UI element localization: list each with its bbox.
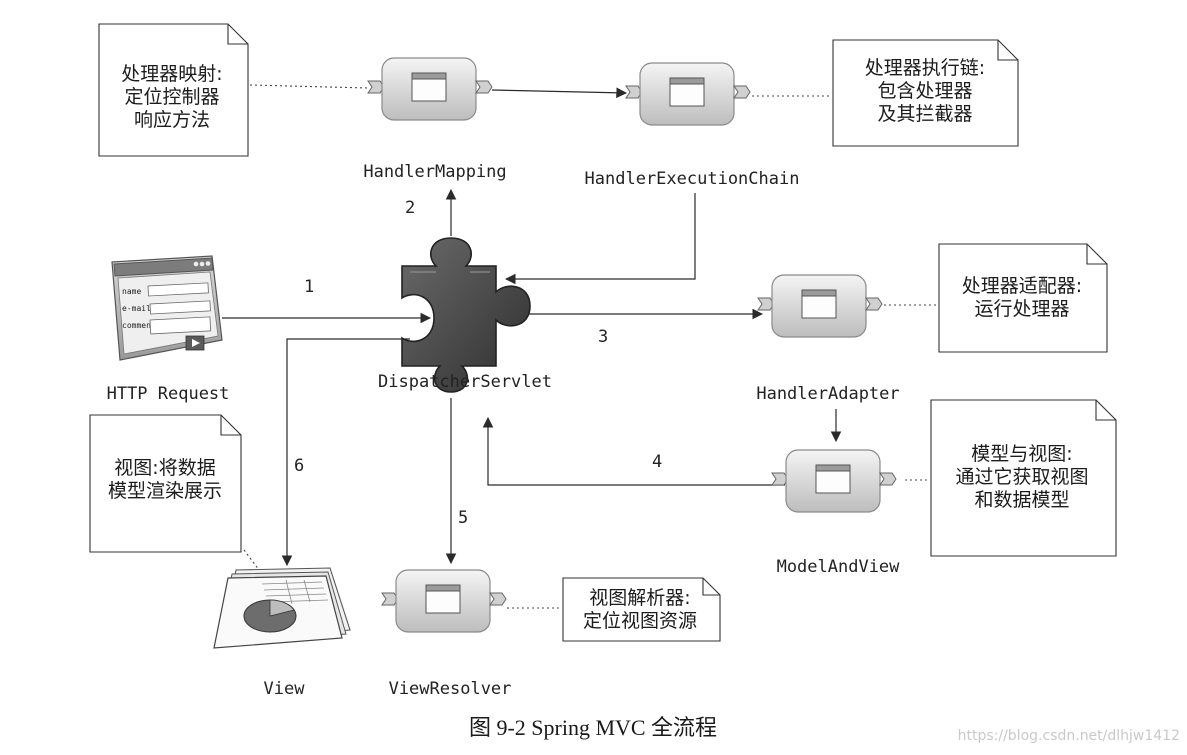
handler-mapping-component-icon [367,57,493,121]
label-view: View [264,679,306,699]
note-handler-mapping: 处理器映射: 定位控制器 响应方法 [98,23,249,157]
watermark-text: https://blog.csdn.net/dlhjw1412 [958,728,1180,744]
model-and-view-component-icon [771,449,897,513]
note-view-resolver: 视图解析器: 定位视图资源 [562,577,721,642]
step-number-3: 3 [598,327,608,347]
note-connectors [243,84,938,609]
label-view-resolver: ViewResolver [389,679,512,699]
dots-mapping-note [249,84,369,89]
note-mav-line-1: 模型与视图: [971,443,1072,465]
arrow-mapping-to-chain [491,87,628,99]
note-mav-line-2: 通过它获取视图 [955,466,1088,488]
step-number-5: 5 [458,508,468,528]
note-handler-adapter: 处理器适配器: 运行处理器 [938,243,1108,353]
form-email-label: e-mail [122,304,151,313]
note-chain-line-2: 包含处理器 [877,80,972,102]
label-handler-execution-chain: HandlerExecutionChain [585,169,800,189]
dispatcher-servlet-puzzle-icon [401,237,531,393]
label-handler-mapping: HandlerMapping [363,162,506,182]
form-name-label: name [122,287,141,296]
note-mav-line-3: 和数据模型 [974,489,1069,511]
label-dispatcher-servlet: DispatcherServlet [378,372,552,392]
connectors [222,87,842,567]
label-http-request: HTTP Request [107,384,230,404]
step-number-4: 4 [652,452,662,472]
note-adapter-line-1: 处理器适配器: [962,275,1082,297]
step-number-6: 6 [294,456,304,476]
handler-execution-chain-component-icon [625,62,751,126]
note-view-line-1: 视图:将数据 [114,457,215,479]
note-view-line-2: 模型渲染展示 [108,480,222,502]
figure-caption: 图 9-2 Spring MVC 全流程 [469,715,717,740]
step-number-2: 2 [405,198,415,218]
view-resolver-component-icon [381,569,507,633]
note-chain-line-1: 处理器执行链: [865,57,985,79]
view-report-icon [213,567,351,649]
note-view: 视图:将数据 模型渲染展示 [89,414,242,553]
note-chain-line-3: 及其拦截器 [877,103,972,125]
note-resolver-line-2: 定位视图资源 [583,610,697,632]
arrow-step-6 [281,338,410,567]
form-comments-label: comments [122,321,161,330]
dots-view-note [243,549,266,579]
http-request-form-icon: name e-mail comments [111,255,223,361]
note-handler-execution-chain: 处理器执行链: 包含处理器 及其拦截器 [832,39,1019,147]
handler-adapter-component-icon [757,274,883,338]
note-mapping-line-1: 处理器映射: [121,63,222,85]
label-handler-adapter: HandlerAdapter [756,384,899,404]
note-model-and-view: 模型与视图: 通过它获取视图 和数据模型 [930,399,1117,557]
arrow-step-4 [482,416,785,486]
note-resolver-line-1: 视图解析器: [589,587,690,609]
label-model-and-view: ModelAndView [777,557,901,577]
note-mapping-line-3: 响应方法 [134,109,210,131]
note-mapping-line-2: 定位控制器 [124,86,219,108]
note-adapter-line-2: 运行处理器 [974,298,1069,320]
arrow-chain-to-dispatcher [504,193,696,285]
step-number-1: 1 [304,277,314,297]
